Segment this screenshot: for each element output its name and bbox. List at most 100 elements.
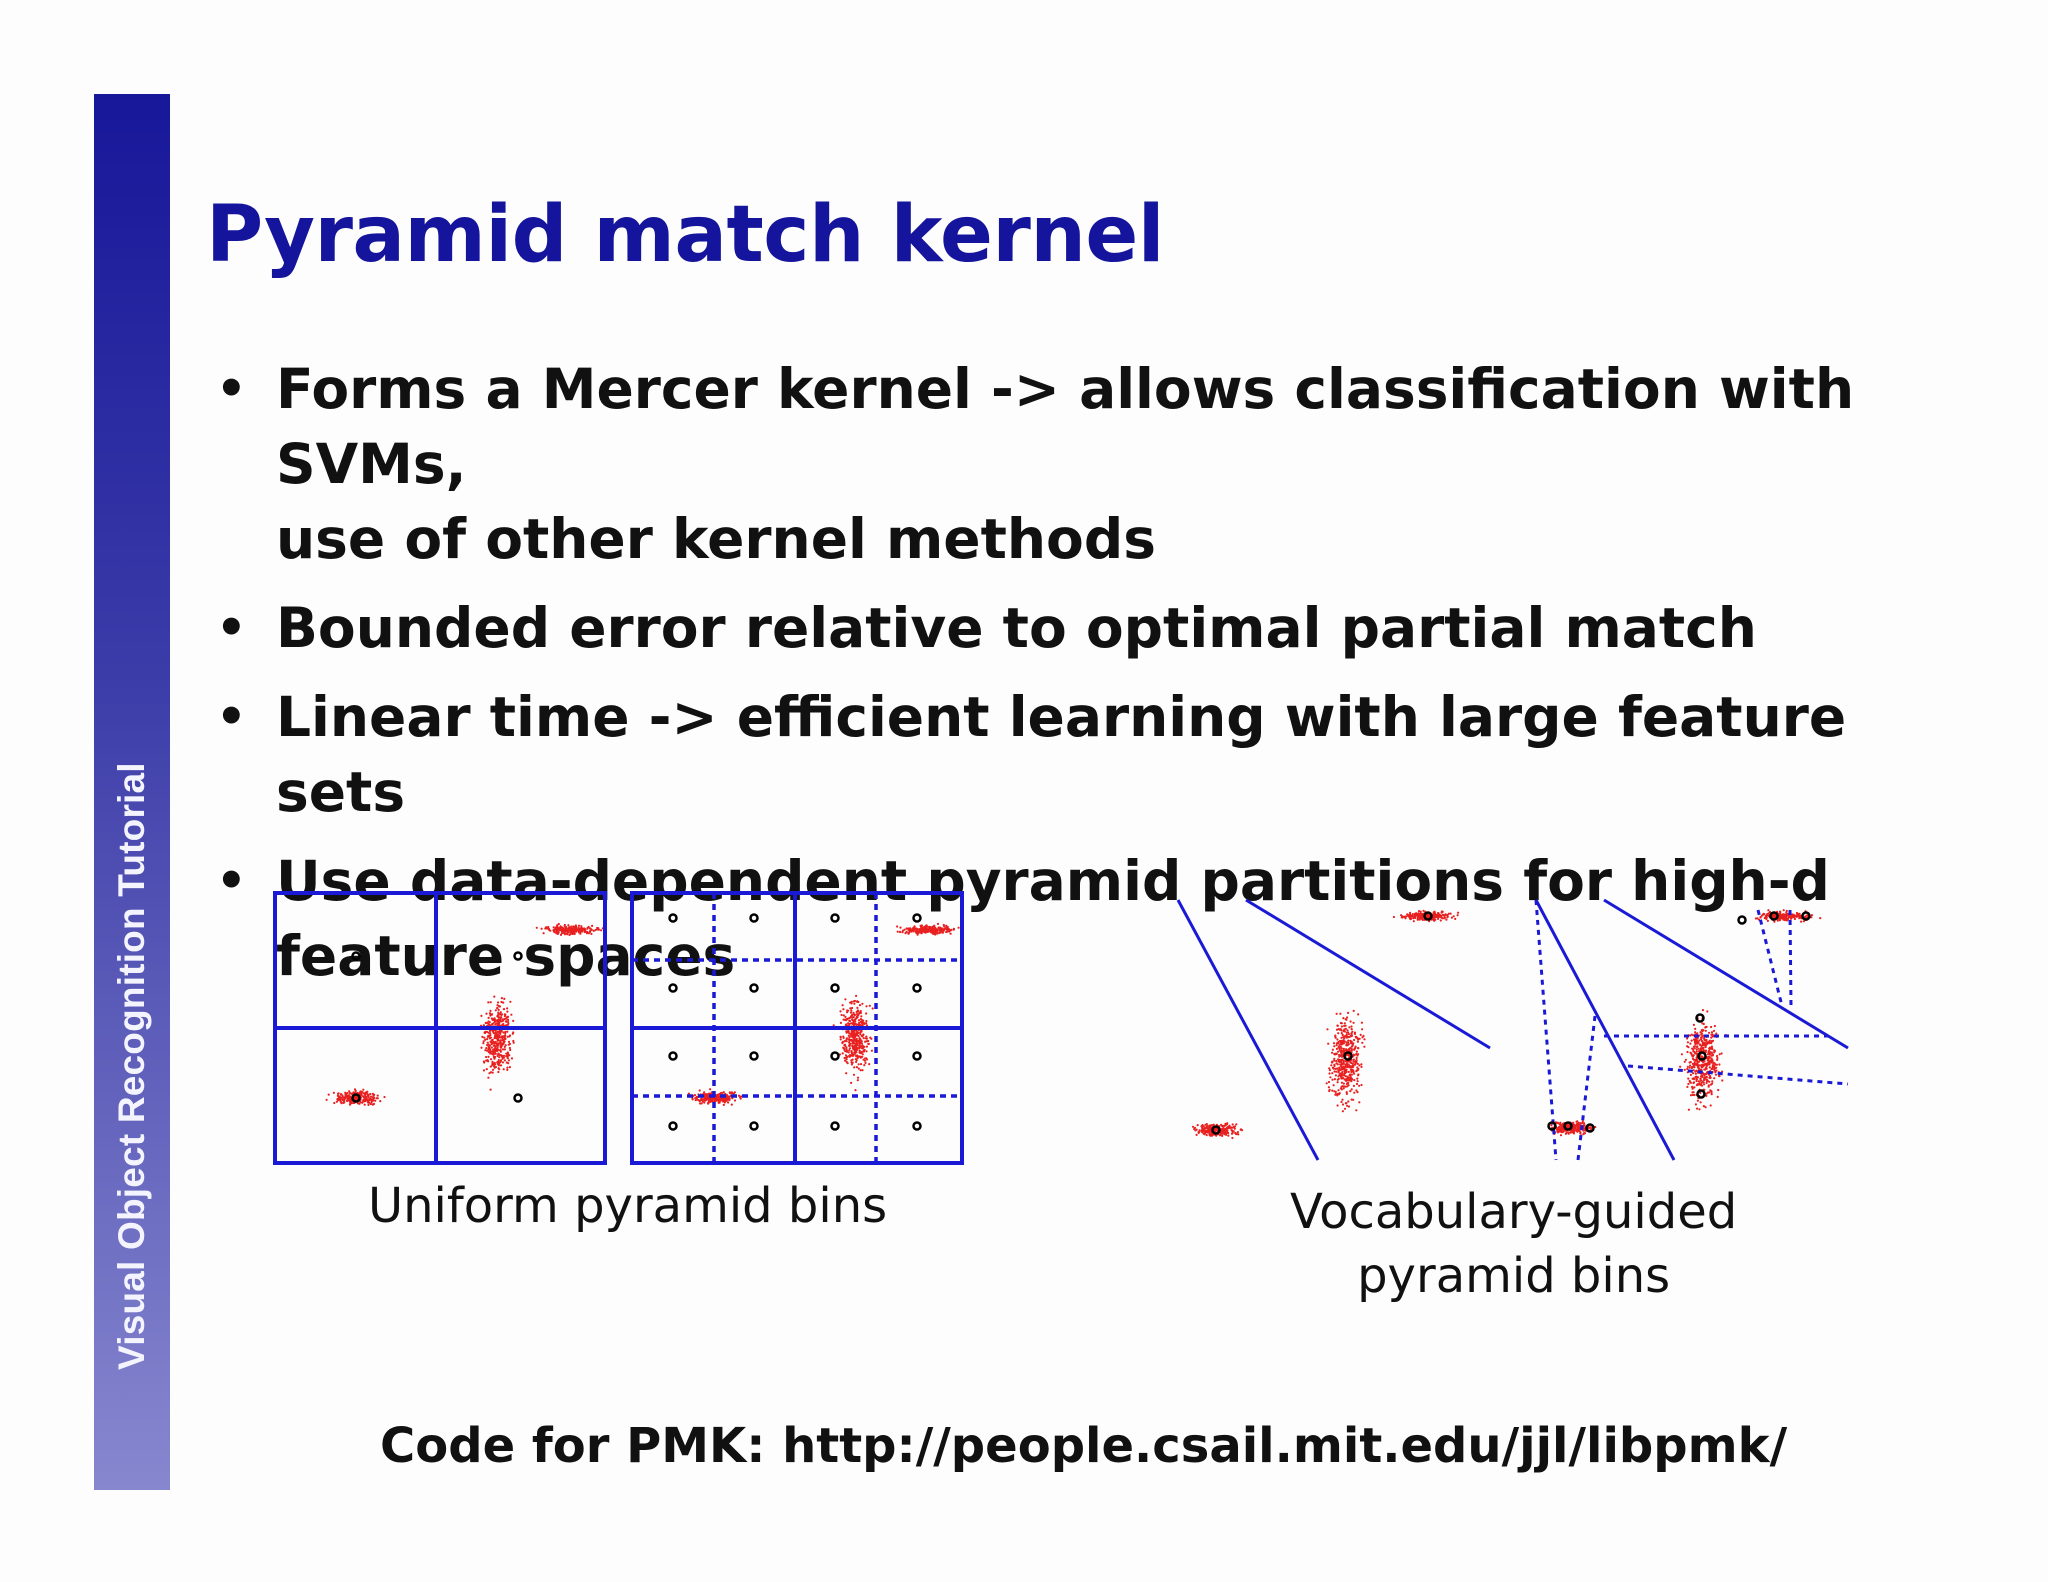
scatter-point [497, 1052, 500, 1055]
scatter-point [1340, 1047, 1343, 1050]
scatter-point [500, 997, 503, 1000]
scatter-point [491, 1060, 494, 1063]
scatter-point [372, 1094, 375, 1097]
scatter-point [916, 928, 919, 931]
scatter-point [570, 925, 573, 928]
scatter-point [498, 1053, 501, 1057]
scatter-point [1696, 1064, 1699, 1067]
scatter-point [495, 1037, 498, 1040]
scatter-point [717, 1100, 720, 1103]
scatter-point [1195, 1133, 1198, 1136]
scatter-point [569, 931, 572, 934]
scatter-point [1332, 1067, 1335, 1070]
scatter-point [1433, 913, 1436, 916]
scatter-point [919, 931, 923, 934]
scatter-point [1783, 918, 1786, 921]
scatter-point [859, 1069, 862, 1072]
scatter-point [363, 1103, 366, 1106]
scatter-point [506, 1066, 509, 1069]
scatter-point [852, 1073, 856, 1076]
scatter-point [1417, 910, 1421, 913]
scatter-point [503, 1045, 506, 1048]
scatter-point [1710, 1025, 1713, 1029]
scatter-point [841, 1004, 844, 1007]
scatter-point [1344, 1075, 1347, 1078]
scatter-point [489, 1058, 493, 1061]
scatter-point [1352, 1070, 1355, 1074]
scatter-point [366, 1090, 369, 1093]
scatter-point [1339, 1028, 1342, 1031]
scatter-point [1400, 914, 1403, 917]
scatter-point [337, 1092, 340, 1095]
scatter-point [501, 1048, 505, 1051]
scatter-point [1412, 920, 1415, 923]
scatter-point [1718, 1063, 1721, 1066]
scatter-point [367, 1096, 370, 1099]
scatter-point [709, 1088, 712, 1091]
bin-center-point [513, 951, 523, 961]
scatter-point [487, 1076, 490, 1079]
scatter-point [844, 1050, 847, 1053]
scatter-point [699, 1102, 702, 1105]
scatter-point [1703, 1068, 1706, 1071]
scatter-point [850, 1081, 853, 1084]
scatter-point [853, 1036, 856, 1039]
scatter-point [492, 1040, 495, 1043]
scatter-point [704, 1093, 708, 1096]
scatter-point [1331, 1089, 1334, 1092]
scatter-point [1696, 1045, 1699, 1048]
scatter-point [369, 1095, 373, 1098]
scatter-point [1688, 1066, 1691, 1069]
scatter-point [490, 1023, 493, 1026]
scatter-point [930, 931, 934, 934]
scatter-point [847, 1034, 850, 1037]
scatter-point [1697, 1041, 1700, 1044]
scatter-point [358, 1091, 362, 1094]
scatter-point [349, 1096, 352, 1099]
scatter-point [704, 1096, 707, 1099]
scatter-point [1776, 919, 1779, 922]
scatter-point [1343, 1078, 1346, 1081]
scatter-point [1583, 1122, 1586, 1125]
scatter-point [1346, 1060, 1349, 1063]
scatter-point [1235, 1123, 1238, 1126]
scatter-point [498, 1020, 501, 1023]
scatter-point [1345, 1092, 1348, 1095]
scatter-point [1713, 1065, 1716, 1068]
scatter-point [1356, 1066, 1359, 1069]
scatter-point [1327, 1042, 1330, 1045]
scatter-point [337, 1095, 340, 1098]
scatter-point [348, 1090, 351, 1093]
scatter-point [1355, 1052, 1358, 1056]
footer-code-link[interactable]: Code for PMK: http://people.csail.mit.ed… [380, 1418, 1788, 1474]
scatter-point [1359, 1033, 1362, 1036]
scatter-point [1346, 1075, 1349, 1078]
scatter-point [1417, 914, 1420, 917]
scatter-point [1698, 1108, 1701, 1111]
scatter-point [1345, 1033, 1348, 1036]
scatter-point [1221, 1134, 1224, 1137]
scatter-point [847, 1022, 850, 1025]
scatter-point [703, 1101, 706, 1104]
scatter-point [508, 1046, 511, 1050]
bin-center-point [1585, 1123, 1595, 1133]
scatter-point [1211, 1134, 1214, 1137]
scatter-point [504, 1030, 507, 1033]
scatter-point [1450, 916, 1453, 919]
scatter-point [851, 1052, 854, 1055]
scatter-point [497, 1042, 500, 1045]
scatter-point [853, 1023, 856, 1026]
scatter-point [865, 1012, 868, 1015]
scatter-point [485, 1030, 489, 1033]
scatter-point [1340, 1081, 1343, 1084]
scatter-point [1698, 1064, 1701, 1067]
scatter-point [500, 1000, 503, 1004]
scatter-point [1703, 1076, 1706, 1080]
bullet-text: Linear time -> efficient learning with l… [276, 685, 1847, 824]
scatter-point [494, 1023, 497, 1026]
scatter-point [839, 1036, 842, 1039]
scatter-point [1691, 1087, 1694, 1090]
scatter-point [865, 1005, 868, 1008]
scatter-point [856, 1079, 859, 1082]
scatter-point [1701, 1055, 1704, 1058]
